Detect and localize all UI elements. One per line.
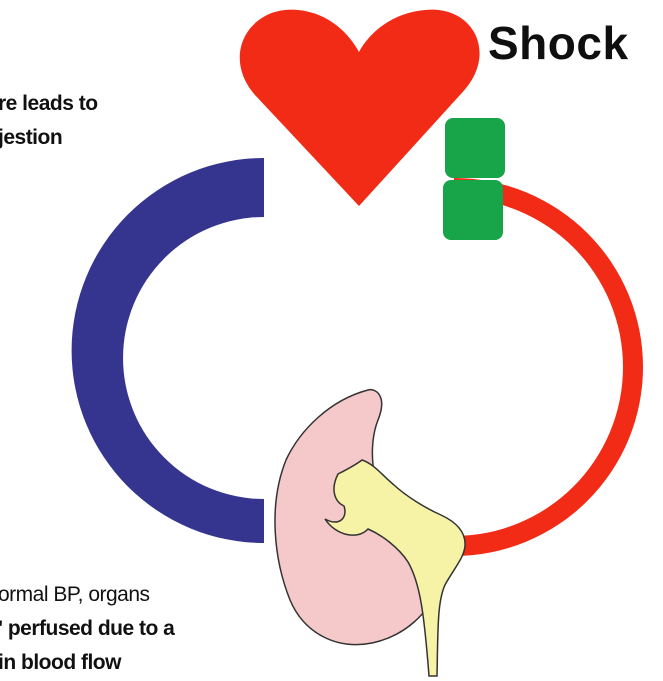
clamp-icon <box>443 118 505 240</box>
kidney-icon <box>275 390 465 676</box>
title-shock: Shock <box>488 20 629 66</box>
heart-icon <box>240 10 480 206</box>
bottom-left-text-line-2: ' perfused due to a <box>0 617 174 641</box>
top-left-text-line-1: re leads to <box>0 92 98 116</box>
bottom-left-text-line-1: ormal BP, organs <box>0 583 150 607</box>
vein-arc <box>72 158 264 543</box>
bottom-left-text-line-3: in blood flow <box>0 651 121 675</box>
top-left-text-line-2: jestion <box>0 126 62 150</box>
